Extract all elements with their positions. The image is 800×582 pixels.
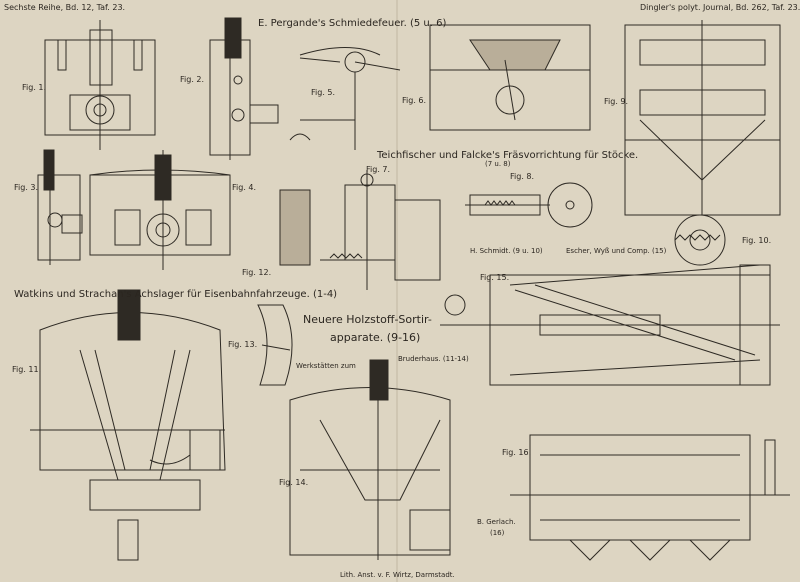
fig1-drawing [44, 20, 156, 150]
fig5-drawing [289, 47, 401, 150]
fig4-drawing [89, 150, 231, 270]
caption-holzstoff-line2: apparate. (9-16) [330, 331, 421, 344]
caption-pergande: E. Pergande's Schmiedefeuer. (5 u. 6) [258, 18, 447, 29]
fig15-drawing [440, 264, 780, 386]
fig6-label: Fig. 6. [402, 96, 427, 105]
fig14-label: Fig. 14. [279, 478, 309, 487]
caption-bruderhaus: Bruderhaus. (11-14) [398, 355, 469, 363]
caption-gerlach-fig: (16) [490, 529, 505, 537]
fig8-drawing [465, 182, 593, 228]
fig16-drawing [510, 434, 790, 561]
fig12-drawing [279, 189, 311, 266]
fig3-label: Fig. 3. [14, 183, 39, 192]
fig10-label: Fig. 10. [742, 236, 772, 245]
caption-escher: Escher, Wyß und Comp. (15) [566, 247, 667, 255]
fig1-label: Fig. 1. [22, 83, 47, 92]
caption-schmidt: H. Schmidt. (9 u. 10) [470, 247, 543, 255]
header-left: Sechste Reihe, Bd. 12, Taf. 23. [4, 3, 126, 12]
fig11-drawing [30, 289, 226, 561]
fig15-label: Fig. 15. [480, 273, 510, 282]
fig9-label: Fig. 9. [604, 97, 629, 106]
fig8-label: Fig. 8. [510, 172, 535, 181]
caption-lithographer: Lith. Anst. v. F. Wirtz, Darmstadt. [340, 571, 455, 579]
fig7-drawing [320, 170, 441, 290]
header-right: Dingler's polyt. Journal, Bd. 262, Taf. … [640, 3, 800, 12]
fig3-drawing [37, 149, 83, 265]
fig14-drawing [289, 359, 451, 560]
fig13-label: Fig. 13. [228, 340, 258, 349]
caption-gerlach: B. Gerlach. [477, 518, 516, 526]
fig16-label: Fig. 16. [502, 448, 532, 457]
fig7-label: Fig. 7. [366, 165, 391, 174]
fig2-label: Fig. 2. [180, 75, 205, 84]
fig10-drawing [674, 214, 726, 266]
fig13-drawing [257, 304, 293, 386]
fig11-label: Fig. 11. [12, 365, 42, 374]
fig4-label: Fig. 4. [232, 183, 257, 192]
caption-werkstaetten: Werkstätten zum [296, 362, 356, 370]
fig5-label: Fig. 5. [311, 88, 336, 97]
caption-watkins: Watkins und Strachan's Achslager für Eis… [14, 289, 338, 300]
fig9-drawing [624, 20, 781, 216]
caption-holzstoff-line1: Neuere Holzstoff-Sortir- [303, 313, 432, 326]
caption-teichfischer-figs: (7 u. 8) [485, 160, 511, 168]
fig2-drawing [209, 17, 279, 160]
caption-teichfischer: Teichfischer und Falcke's Fräsvorrichtun… [377, 150, 639, 161]
plate-fold-line [396, 0, 398, 582]
fig6-drawing [429, 24, 591, 131]
fig12-label: Fig. 12. [242, 268, 272, 277]
